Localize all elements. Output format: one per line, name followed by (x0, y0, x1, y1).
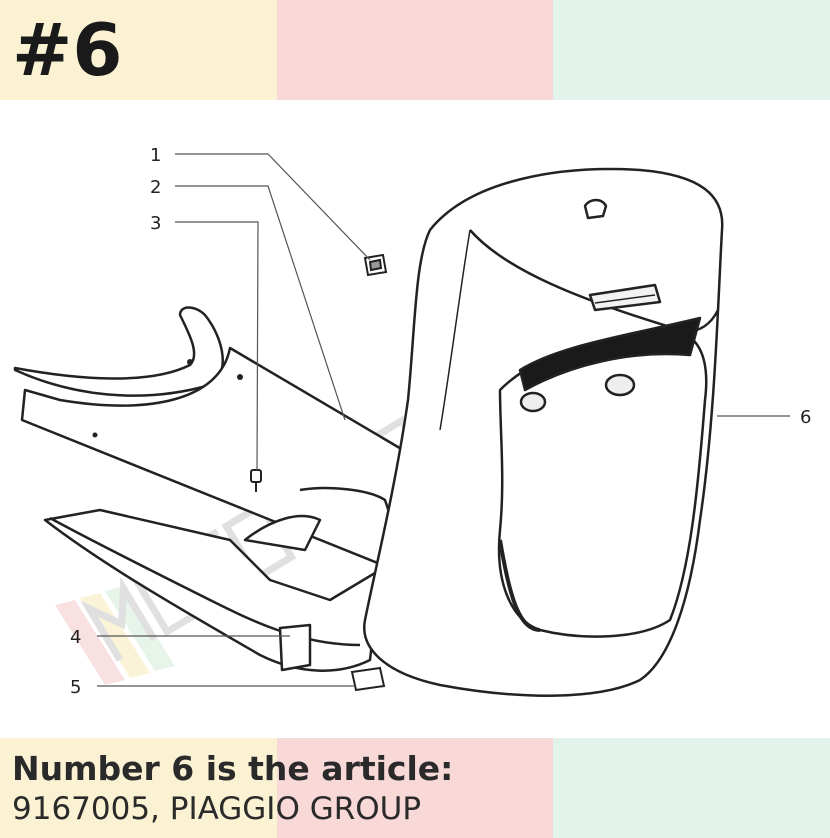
header-band (0, 0, 830, 100)
callout-2: 2 (150, 177, 161, 198)
callout-5: 5 (70, 677, 81, 698)
header-band-pink (276, 0, 554, 100)
floor-panel-holes (92, 359, 243, 438)
footer-band-mint (553, 738, 830, 838)
callout-3: 3 (150, 213, 161, 234)
article-caption: Number 6 is the article: (12, 749, 454, 788)
footer-band (0, 738, 830, 838)
nut-part-5 (350, 666, 386, 692)
leader-lines (97, 153, 790, 687)
callout-4: 4 (70, 627, 81, 648)
article-number: 9167005, PIAGGIO GROUP (12, 791, 422, 827)
floor-panel-part (13, 306, 422, 672)
callout-1: 1 (150, 145, 161, 166)
callout-6: 6 (800, 407, 811, 428)
parts-diagram: 1 2 3 4 5 6 (13, 145, 811, 698)
header-band-yellow (0, 0, 277, 100)
screw-part-3 (250, 469, 262, 492)
header-band-mint (553, 0, 830, 100)
legshield-part-6 (363, 167, 724, 697)
footer-band-yellow (0, 738, 277, 838)
page-title: #6 (12, 8, 123, 92)
footer-band-pink (276, 738, 554, 838)
clip-part-1 (363, 253, 388, 277)
